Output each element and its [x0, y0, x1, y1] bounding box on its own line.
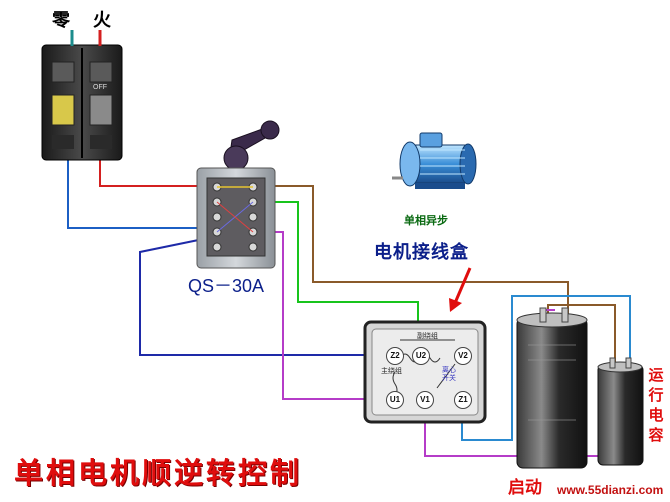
reversing-switch — [196, 120, 280, 269]
wire-live — [99, 152, 215, 187]
breaker-off-text: OFF — [93, 84, 107, 91]
junction-box-top-text: 副绕组 — [417, 332, 438, 340]
terminal-z1: Z1 — [454, 391, 472, 409]
run-capacitor-label: 运行电容 — [648, 366, 664, 444]
wire-neutral — [67, 160, 215, 229]
diagram-title: 单相电机顺逆转控制 — [14, 456, 303, 490]
wire-green-u2 — [258, 201, 419, 350]
watermark: www.55dianzi.com — [555, 483, 666, 497]
terminal-u2: U2 — [412, 347, 430, 365]
junction-box-label: 电机接线盒 — [374, 242, 469, 263]
terminal-v1: V1 — [416, 391, 434, 409]
switch-model-label: QS－30A — [188, 276, 265, 296]
start-capacitor-label: 启动 — [508, 478, 542, 498]
terminal-z2: Z2 — [386, 347, 404, 365]
terminal-v2: V2 — [454, 347, 472, 365]
wire-blue-z2 — [139, 235, 390, 356]
run-capacitor — [597, 357, 644, 466]
start-capacitor — [516, 307, 588, 469]
wire-brown-2 — [547, 304, 616, 365]
motor-label: 单相异步 — [404, 214, 448, 227]
terminal-u1: U1 — [386, 391, 404, 409]
junction-box-center-text: 离心开关 — [442, 366, 456, 382]
wire-cyan-z1 — [461, 295, 631, 441]
pointer-arrow — [453, 267, 472, 304]
junction-box-main-winding-text: 主绕组 — [381, 367, 402, 375]
wire-brown — [258, 185, 569, 320]
motor — [392, 132, 477, 189]
neutral-label: 零 — [52, 10, 70, 31]
circuit-breaker — [41, 30, 123, 161]
live-label: 火 — [93, 10, 111, 31]
